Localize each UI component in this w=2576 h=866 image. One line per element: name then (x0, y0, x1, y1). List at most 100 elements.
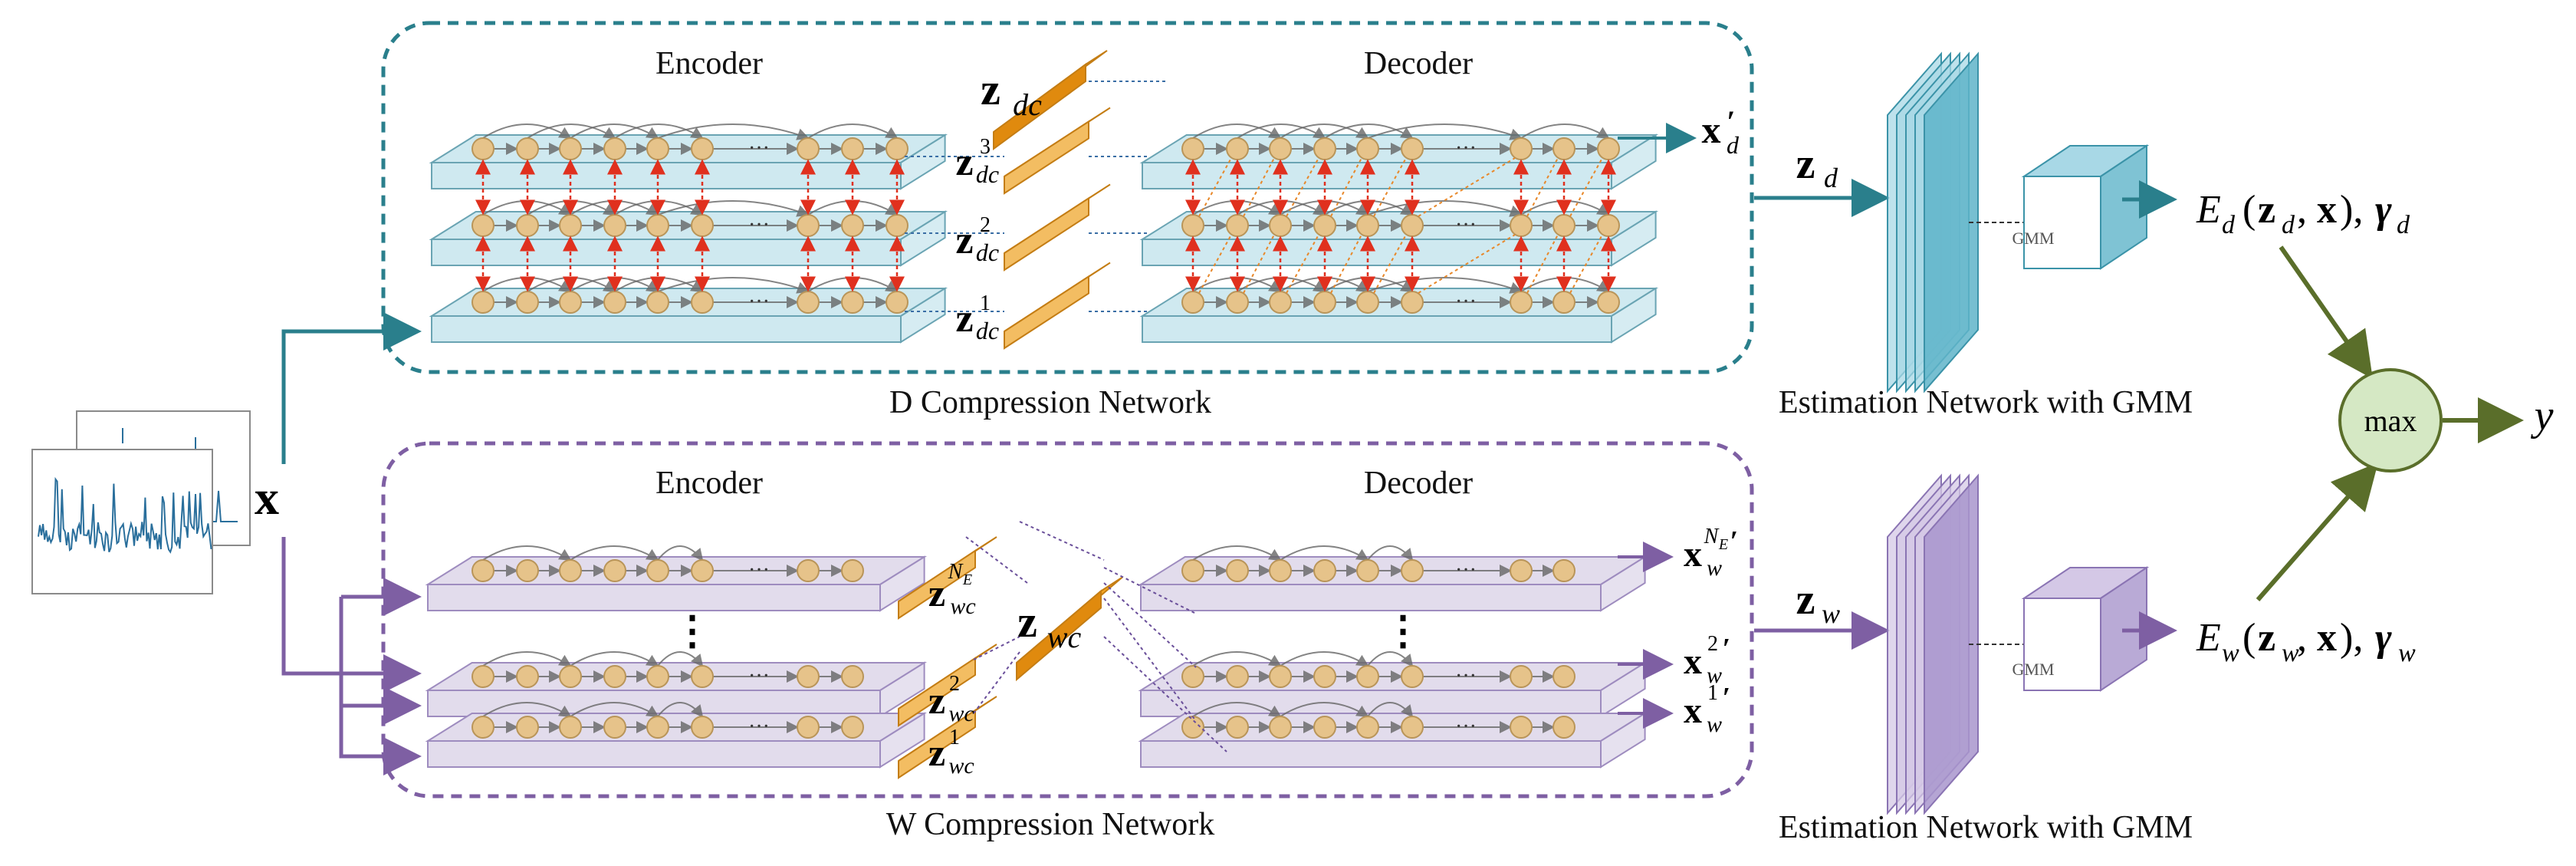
w-decoder-layers: ········· (1138, 545, 1648, 769)
layer-node (841, 665, 864, 688)
d-to-estimation-arrow: z d (1754, 140, 1890, 217)
svg-text:w: w (1707, 663, 1722, 688)
layer-node (1401, 716, 1424, 739)
w-encoder-label: Encoder (656, 466, 763, 501)
layer-slab: ··· (429, 123, 948, 190)
layer-node (797, 291, 820, 314)
layer-node (1313, 665, 1336, 688)
layer-node (603, 665, 626, 688)
layer-node (1510, 716, 1533, 739)
svg-text:2: 2 (1707, 632, 1718, 656)
svg-text:,: , (2297, 616, 2307, 660)
energy-label-w: E w ( z w , x ), γ w (2196, 616, 2416, 667)
final-output-y: y (2531, 392, 2554, 440)
layer-node (472, 665, 495, 688)
d-caption: D Compression Network (889, 385, 1211, 420)
layer-slab: ··· (429, 277, 948, 344)
svg-text:w: w (1707, 555, 1722, 581)
max-aggregator: max y (2256, 245, 2554, 601)
svg-text:wc: wc (948, 701, 974, 726)
svg-text:′: ′ (1730, 525, 1739, 558)
ellipsis: ··· (748, 664, 770, 688)
layer-node (797, 559, 820, 582)
latent-block (898, 536, 997, 620)
layer-node (646, 716, 669, 739)
layer-node (1181, 716, 1204, 739)
layer-node (646, 137, 669, 160)
svg-text:z: z (955, 297, 973, 341)
energy-label-d: E d ( z d , x ), γ d (2196, 188, 2410, 239)
layer-node (603, 559, 626, 582)
layer-node (516, 291, 539, 314)
d-encoder-label: Encoder (656, 46, 763, 81)
svg-text:E: E (2196, 616, 2221, 660)
svg-text:,: , (2297, 188, 2307, 232)
layer-slab: ··· (1139, 277, 1659, 344)
layer-node (841, 214, 864, 237)
svg-text:w: w (1822, 598, 1840, 629)
d-decoder-label: Decoder (1364, 46, 1473, 81)
ellipsis: ··· (1455, 290, 1477, 314)
svg-text:dc: dc (976, 317, 999, 344)
d-latent-label-3: z 3 dc (955, 135, 999, 188)
svg-text:),: ), (2340, 188, 2363, 232)
ellipsis: ··· (748, 558, 770, 582)
svg-text:dc: dc (976, 239, 999, 266)
svg-text:z: z (2258, 188, 2275, 232)
svg-text:x: x (1684, 641, 1702, 682)
layer-node (1226, 559, 1249, 582)
svg-text:N: N (948, 560, 964, 584)
latent-block (1004, 183, 1111, 272)
ellipsis: ··· (1455, 715, 1477, 739)
layer-slab: ··· (425, 651, 928, 718)
d-output-label: x ′ d (1618, 104, 1740, 159)
svg-text:d: d (2222, 211, 2236, 239)
layer-node (1313, 291, 1336, 314)
w-decoder-label: Decoder (1364, 466, 1473, 501)
d-encoder-layers: ··· ··· ··· (429, 123, 948, 344)
d-latent-top-label: z dc (981, 64, 1042, 122)
layer-node (1181, 291, 1204, 314)
estimation-network-w (1887, 473, 2150, 815)
layer-node (886, 214, 909, 237)
layer-node (1510, 214, 1533, 237)
layer-node (646, 214, 669, 237)
layer-node (1401, 559, 1424, 582)
svg-text:1: 1 (1707, 681, 1718, 705)
ellipsis: ··· (1455, 558, 1477, 582)
layer-node (1269, 716, 1292, 739)
d-network-boundary (381, 21, 1754, 374)
svg-text:z: z (1017, 597, 1037, 647)
svg-text:w: w (1707, 712, 1722, 737)
svg-text:′: ′ (1723, 682, 1731, 714)
latent-block (1004, 262, 1111, 350)
layer-node (603, 716, 626, 739)
layer-slab: ··· (1139, 123, 1659, 190)
max-node (2338, 368, 2443, 473)
layer-node (646, 559, 669, 582)
svg-text:z: z (928, 571, 945, 614)
ellipsis: ··· (748, 213, 770, 237)
svg-text:wc: wc (1047, 620, 1082, 654)
w-output-label-2: x 2 ′ w (1618, 632, 1730, 688)
layer-node (1226, 214, 1249, 237)
layer-node (516, 214, 539, 237)
estimation-network-d (1887, 51, 2150, 393)
svg-text:z: z (955, 140, 973, 184)
svg-text:E: E (1718, 536, 1728, 553)
svg-text:(: ( (2242, 616, 2256, 660)
svg-text:1: 1 (980, 291, 991, 315)
svg-text:w: w (2222, 639, 2239, 667)
w-latent-label-ne: z N E wc (928, 560, 976, 619)
layer-node (516, 559, 539, 582)
svg-text:z: z (2258, 616, 2275, 660)
svg-text:d: d (1824, 163, 1838, 193)
w-compression-network: Encoder Decoder ········· ········· ⋮ ⋮ … (381, 441, 1754, 842)
layer-node (691, 716, 714, 739)
layer-node (646, 291, 669, 314)
layer-node (691, 214, 714, 237)
layer-node (1226, 137, 1249, 160)
layer-node (646, 665, 669, 688)
layer-node (841, 716, 864, 739)
